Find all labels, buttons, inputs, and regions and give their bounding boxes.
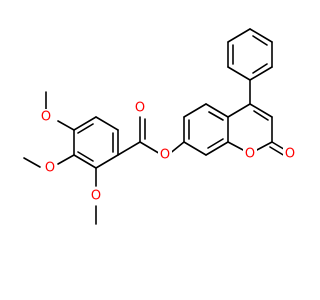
bond (227, 103, 251, 118)
bond (252, 35, 268, 46)
atom-label-background (243, 146, 257, 162)
bond (253, 110, 269, 121)
bond (249, 103, 273, 118)
atom-labels: O O O O O O O (39, 100, 297, 204)
bond (183, 141, 207, 156)
bond (205, 103, 229, 118)
structure-canvas: O O O O O O O (23, 28, 297, 225)
bond (77, 151, 94, 162)
bond (208, 111, 224, 121)
atom-label-background (89, 188, 103, 204)
bond (269, 146, 286, 157)
bond (57, 120, 75, 131)
bond (183, 103, 207, 118)
bond (205, 141, 229, 156)
ester-carbonyl-oxygen-label: O (135, 101, 145, 116)
bond (57, 154, 75, 165)
bond (23, 157, 41, 168)
molecule-structure: O O O O O O O (23, 28, 297, 225)
bond (227, 141, 246, 152)
ester-oxygen-label: O (160, 148, 170, 163)
bond (95, 116, 119, 131)
bond (73, 154, 97, 169)
bond (249, 28, 273, 43)
methoxy-middle-oxygen-label: O (45, 161, 55, 176)
bond (77, 123, 94, 134)
atom-label-background (43, 160, 57, 176)
atom-label-background (158, 147, 172, 163)
atom-label-background (39, 109, 53, 125)
bond (227, 66, 251, 81)
bond (207, 138, 224, 149)
methoxy-bottom-oxygen-label: O (91, 189, 101, 204)
bond-lines (23, 28, 288, 225)
lactone-oxygen-label: O (285, 147, 295, 162)
bond (252, 63, 268, 74)
bond (95, 154, 119, 169)
bond (249, 66, 273, 81)
bond (227, 28, 251, 43)
ring-oxygen-label: O (245, 147, 255, 162)
bond (117, 141, 141, 156)
atom-label-background (133, 100, 147, 116)
atom-label-background (283, 146, 297, 162)
bond (73, 116, 97, 131)
methoxy-top-oxygen-label: O (41, 110, 51, 125)
bond (254, 141, 273, 152)
